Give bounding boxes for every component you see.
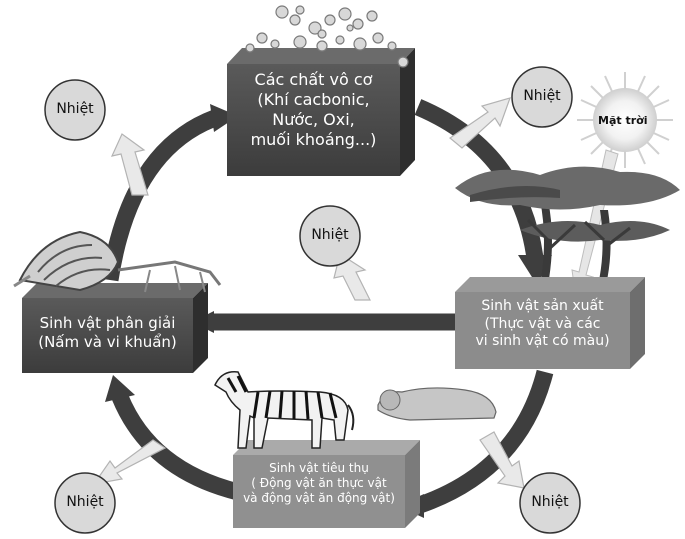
producer-box: Sinh vật sản xuất (Thực vật và các vi si… bbox=[455, 298, 630, 351]
arrowhead-decomposer bbox=[105, 375, 135, 402]
decomposer-line-1: Sinh vật phân giải bbox=[39, 314, 176, 332]
producer-box-shape bbox=[455, 277, 645, 369]
inorganic-line-1: Các chất vô cơ bbox=[254, 70, 373, 89]
heat-circle-center bbox=[299, 205, 361, 267]
heat-arrow-top-left bbox=[110, 133, 149, 196]
heat-circle-bottom-left bbox=[54, 472, 116, 534]
inorganic-line-2: (Khí cacbonic, bbox=[257, 90, 370, 109]
consumer-line-1: Sinh vật tiêu thụ bbox=[269, 461, 369, 475]
heat-circles bbox=[44, 66, 581, 534]
inorganic-line-3: Nước, Oxi, bbox=[272, 110, 355, 129]
consumer-line-3: và động vật ăn động vật) bbox=[243, 491, 395, 505]
heat-arrow-bottom-right bbox=[479, 431, 525, 489]
heat-circle-top-right bbox=[511, 66, 573, 128]
arrow-decomposer-to-inorganic bbox=[101, 110, 219, 282]
producer-line-3: vi sinh vật có màu) bbox=[475, 333, 610, 349]
lion-illustration bbox=[377, 387, 497, 421]
animal-remains-illustration bbox=[13, 230, 222, 293]
heat-label-bottom-right: Nhiệt bbox=[531, 494, 569, 510]
sun-label: Mặt trời bbox=[598, 114, 648, 127]
heat-arrow-center bbox=[333, 253, 371, 301]
molecule-cluster bbox=[245, 5, 409, 68]
producer-line-1: Sinh vật sản xuất bbox=[481, 298, 604, 314]
heat-label-bottom-left: Nhiệt bbox=[66, 494, 104, 510]
consumer-line-2: ( Động vật ăn thực vật bbox=[251, 476, 387, 490]
heat-arrow-top-right bbox=[449, 97, 511, 149]
zebra-illustration bbox=[214, 371, 355, 449]
heat-arrows bbox=[92, 97, 525, 489]
heat-label-top-left: Nhiệt bbox=[56, 101, 94, 117]
arrow-consumer-to-decomposer bbox=[112, 393, 241, 501]
heat-label-top-right: Nhiệt bbox=[523, 88, 561, 104]
decomposer-box: Sinh vật phân giải (Nấm và vi khuẩn) bbox=[22, 314, 193, 352]
consumer-box-shape bbox=[233, 440, 420, 528]
heat-label-center: Nhiệt bbox=[311, 227, 349, 243]
heat-circle-top-left bbox=[44, 79, 106, 141]
inorganic-box: Các chất vô cơ (Khí cacbonic, Nước, Oxi,… bbox=[227, 70, 400, 150]
decomposer-line-2: (Nấm và vi khuẩn) bbox=[38, 332, 177, 351]
inorganic-line-4: muối khoáng...) bbox=[250, 130, 377, 149]
consumer-box: Sinh vật tiêu thụ ( Động vật ăn thực vật… bbox=[233, 461, 405, 506]
producer-line-2: (Thực vật và các bbox=[484, 315, 601, 332]
inorganic-box-shape bbox=[227, 48, 415, 176]
decomposer-box-shape bbox=[22, 283, 208, 373]
tree-illustration bbox=[455, 166, 680, 285]
heat-arrow-bottom-left bbox=[92, 439, 167, 485]
arrowhead-inorganic bbox=[210, 104, 238, 132]
heat-circle-bottom-right bbox=[519, 472, 581, 534]
sun bbox=[577, 72, 673, 168]
